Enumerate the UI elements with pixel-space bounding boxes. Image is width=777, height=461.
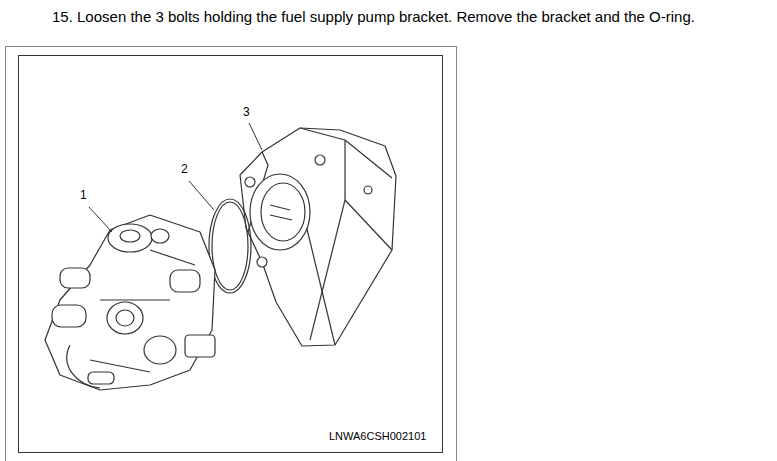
step-instruction: 15. Loosen the 3 bolts holding the fuel … <box>52 8 695 25</box>
outer-frame <box>6 47 457 461</box>
callout-number: 3 <box>243 106 250 120</box>
figure-code: LNWA6CSH002101 <box>329 430 426 443</box>
leader-lines <box>89 123 262 232</box>
callout-number: 1 <box>80 189 87 203</box>
bracket-drawing <box>240 128 396 346</box>
callout-number: 2 <box>181 163 188 177</box>
o-ring-drawing <box>209 199 251 293</box>
inner-frame <box>19 56 443 453</box>
pump-drawing <box>45 215 215 390</box>
